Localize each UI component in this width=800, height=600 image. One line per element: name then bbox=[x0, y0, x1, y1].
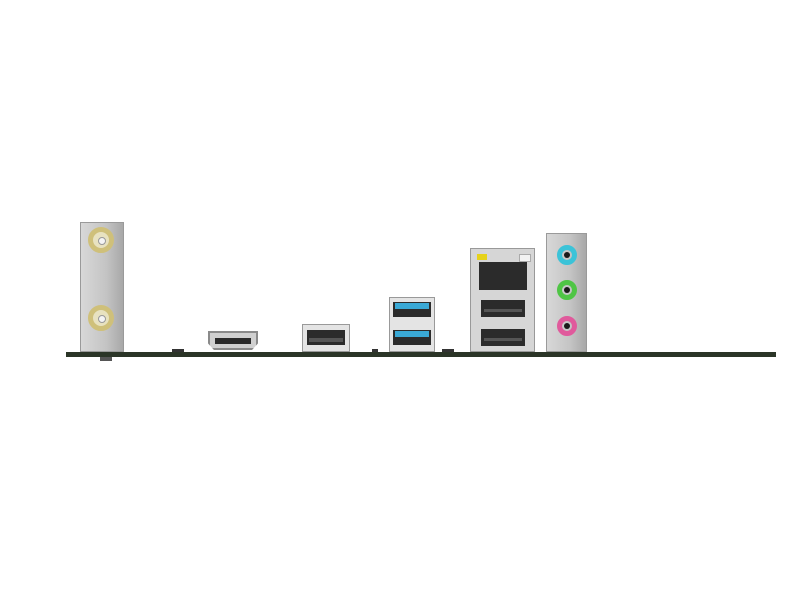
antenna-connector-icon bbox=[88, 227, 114, 253]
lan-usb-block bbox=[470, 248, 535, 352]
hdmi-port-icon bbox=[208, 331, 258, 350]
usb3-stack bbox=[389, 297, 435, 352]
audio-jack-mic-icon bbox=[557, 316, 577, 336]
led-white bbox=[519, 254, 531, 262]
audio-jack-line-in-icon bbox=[557, 245, 577, 265]
usb3-port-icon bbox=[393, 302, 431, 317]
audio-jack-line-out-icon bbox=[557, 280, 577, 300]
rj45-port-icon bbox=[479, 262, 527, 290]
pcb-edge bbox=[66, 352, 776, 357]
smd-component bbox=[172, 349, 184, 352]
antenna-connector-icon bbox=[88, 305, 114, 331]
led-yellow bbox=[477, 254, 487, 260]
usb2-port-icon bbox=[302, 324, 350, 352]
usb2-port-icon bbox=[481, 300, 525, 317]
smd-component bbox=[372, 349, 378, 352]
smd-component bbox=[442, 349, 454, 352]
usb3-port-icon bbox=[393, 330, 431, 345]
screw bbox=[100, 357, 112, 361]
usb2-port-icon bbox=[481, 329, 525, 346]
